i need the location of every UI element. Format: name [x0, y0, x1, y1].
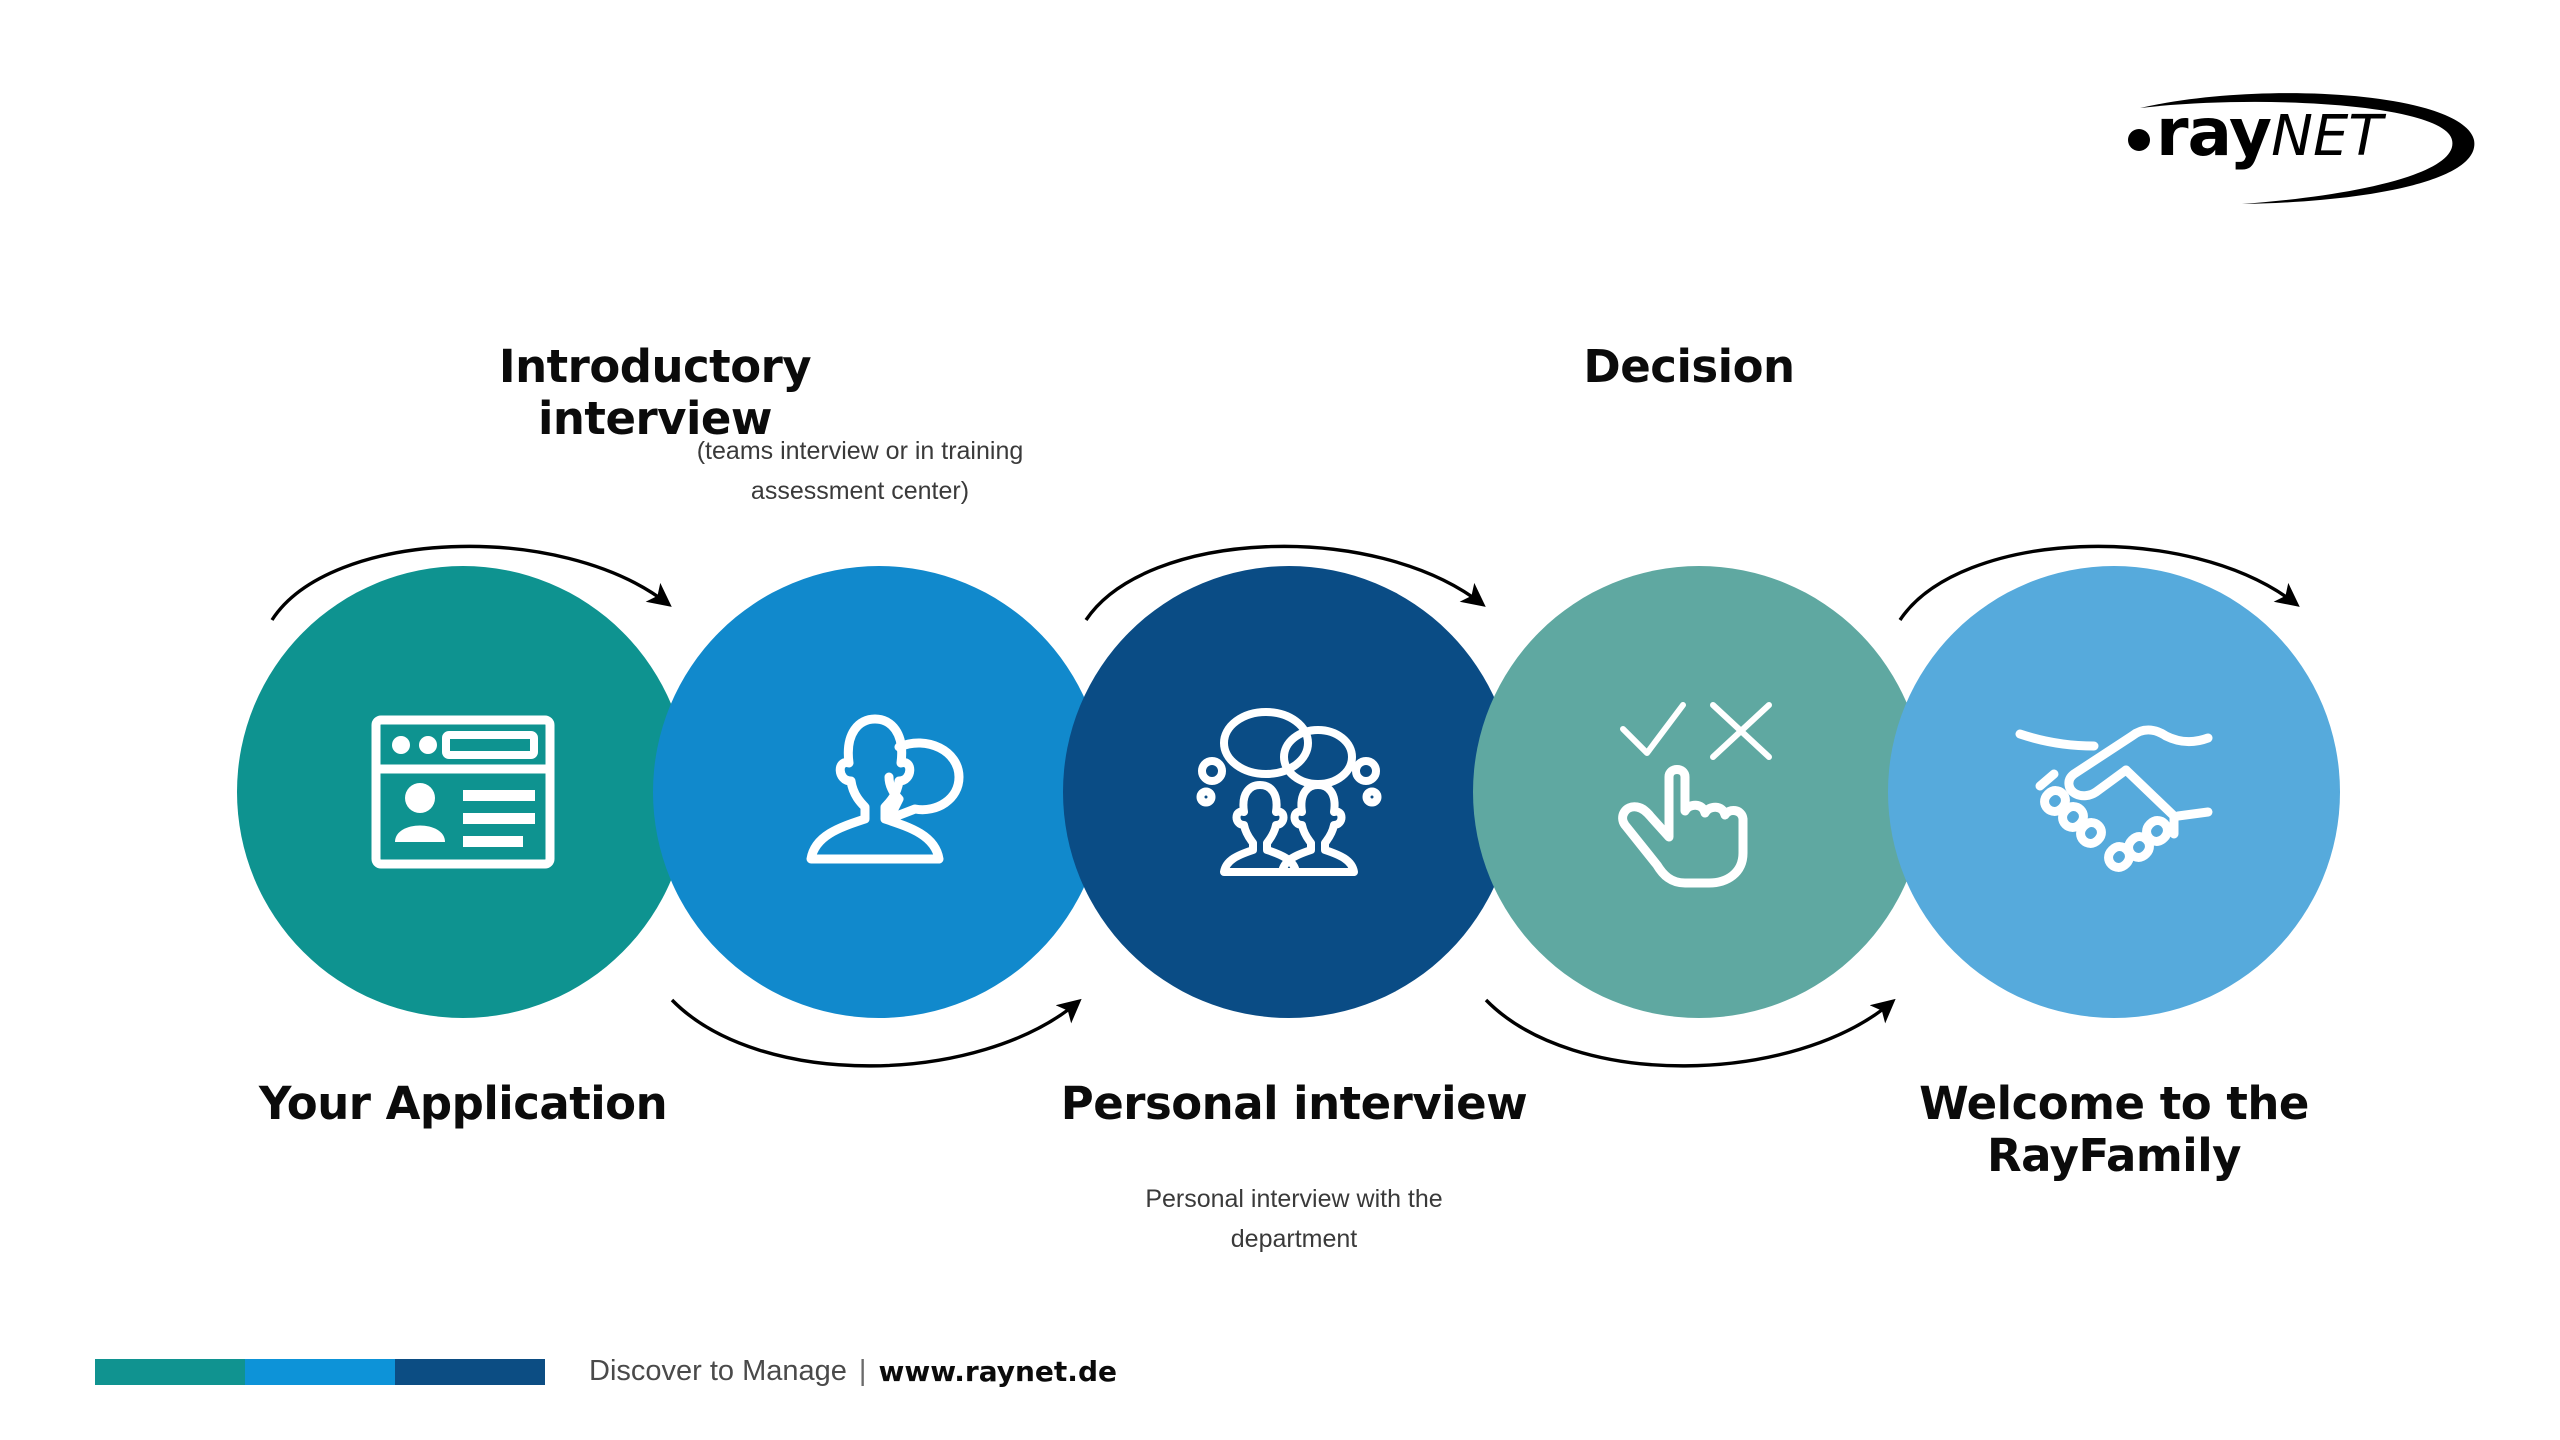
check-icon — [1620, 701, 1686, 756]
step-title-text: Personal interview — [1060, 1077, 1528, 1130]
footer-tagline-text: Discover to Manage — [589, 1355, 847, 1387]
footer-bar-teal — [95, 1358, 245, 1385]
two-people-conversation-icon — [1196, 707, 1382, 876]
step-title-personal-interview: Personal interview — [1049, 1078, 1539, 1130]
footer: Discover to Manage | www.raynet.de — [95, 1355, 1117, 1388]
step-title-welcome-rayfamily: Welcome to the RayFamily — [1879, 1078, 2349, 1182]
pointing-hand-check-cross-icon — [1618, 701, 1772, 887]
step-subtitle-line1: Personal interview with the — [1145, 1185, 1443, 1213]
footer-bar-navy — [395, 1358, 545, 1385]
step-title-line2: RayFamily — [1986, 1128, 2242, 1182]
footer-website-url[interactable]: www.raynet.de — [878, 1355, 1117, 1388]
step-circle-introductory-interview[interactable] — [653, 566, 1105, 1018]
cross-icon — [1710, 701, 1772, 760]
step-title-decision: Decision — [1519, 341, 1859, 393]
logo-dot-icon — [2128, 129, 2150, 151]
step-title-introductory-interview: Introductory interview — [485, 341, 825, 445]
logo-ray-text: ray — [2156, 94, 2272, 171]
step-subtitle-introductory-interview: (teams interview or in training assessme… — [665, 432, 1055, 511]
step-circle-your-application[interactable] — [237, 566, 689, 1018]
logo-wordmark: ray NET — [2128, 100, 2383, 166]
footer-separator: | — [858, 1355, 867, 1387]
raynet-logo: ray NET — [2062, 78, 2482, 208]
step-subtitle-line2: department — [1230, 1224, 1358, 1253]
logo-net-text: NET — [2271, 104, 2383, 169]
handshake-icon — [2015, 725, 2213, 872]
step-circle-personal-interview[interactable] — [1063, 566, 1515, 1018]
step-title-text: Decision — [1583, 340, 1795, 393]
step-circle-welcome-rayfamily[interactable] — [1888, 566, 2340, 1018]
step-circle-decision[interactable] — [1473, 566, 1925, 1018]
logo-ellipse-icon — [2140, 93, 2475, 204]
step-title-text: Introductory interview — [498, 340, 812, 445]
step-title-text: Your Application — [258, 1077, 668, 1130]
step-subtitle-line1: (teams interview or in training — [696, 437, 1024, 465]
person-speech-bubble-icon — [806, 714, 964, 864]
step-title-your-application: Your Application — [243, 1078, 683, 1130]
step-title-line1: Welcome to the — [1919, 1077, 2309, 1130]
step-subtitle-line2: assessment center) — [750, 476, 970, 505]
footer-color-bars — [95, 1358, 545, 1385]
application-form-icon — [371, 715, 555, 869]
step-subtitle-personal-interview: Personal interview with the department — [1094, 1180, 1494, 1259]
footer-tagline: Discover to Manage | www.raynet.de — [589, 1355, 1117, 1388]
footer-bar-blue — [245, 1358, 395, 1385]
